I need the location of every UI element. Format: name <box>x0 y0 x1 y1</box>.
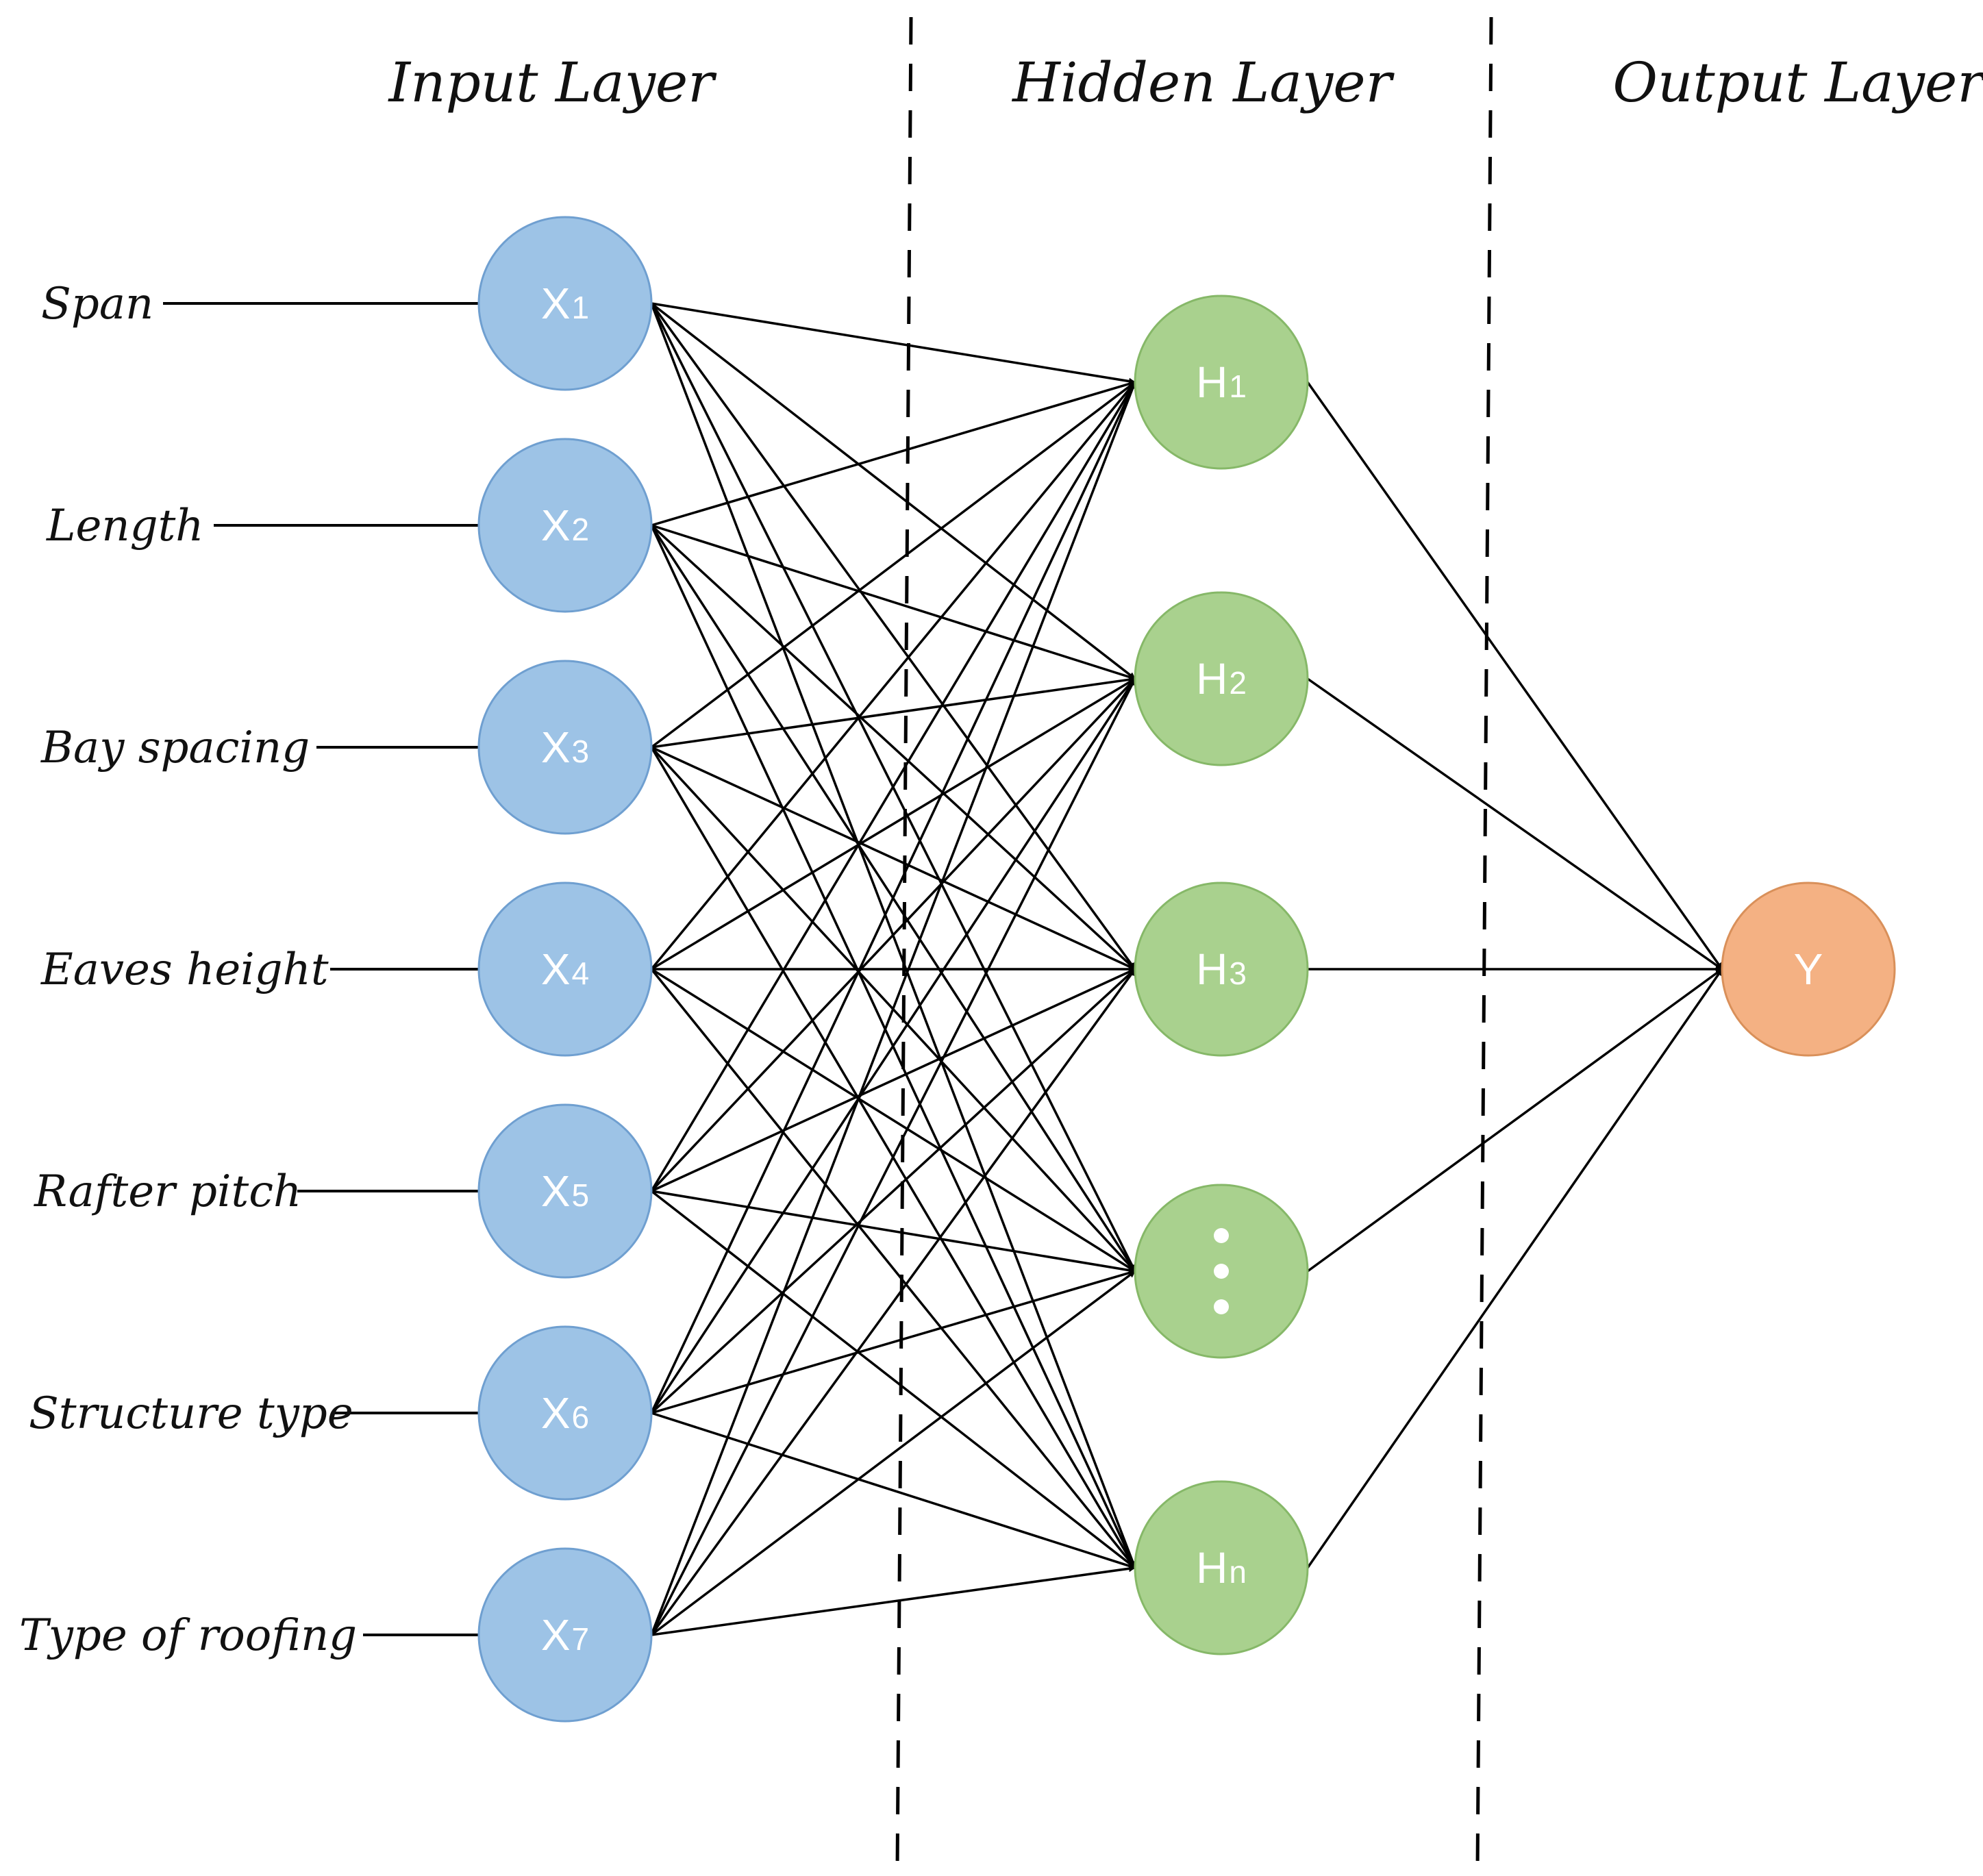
input-node-x3: X3 <box>477 660 653 835</box>
input-node-x2-label: X2 <box>541 501 589 550</box>
connection-x7-h2 <box>650 678 1136 1636</box>
hidden-node-h3-circle <box>1134 881 1309 1057</box>
hidden-node-hn-label: Hn <box>1196 1543 1247 1592</box>
connection-x3-h3 <box>651 746 1136 971</box>
input-label-3: Bay spacing <box>40 723 310 773</box>
hidden-node-ellipsis <box>1134 1184 1309 1359</box>
input-node-x1-label: X1 <box>541 279 589 328</box>
output-node-y-label: Y <box>1794 945 1823 994</box>
input-node-x7-circle <box>477 1547 653 1723</box>
input-node-x4: X4 <box>477 881 653 1057</box>
hidden-node-h3-label: H3 <box>1196 945 1247 994</box>
input-node-x3-label: X3 <box>541 723 589 772</box>
input-node-x6-label: X6 <box>541 1388 589 1438</box>
connection-x1-h2 <box>650 302 1136 680</box>
connection-x5-h2 <box>650 677 1136 1192</box>
connection-x2-h2 <box>651 524 1136 681</box>
input-label-1: Span <box>41 279 153 329</box>
connection-x1-h3 <box>650 302 1136 971</box>
divider-hidden-output <box>1475 16 1493 1871</box>
connection-h2-y <box>1306 677 1723 971</box>
input-node-x3-circle <box>477 660 653 835</box>
connection-x5-h1 <box>650 382 1136 1192</box>
ellipsis-dot-3 <box>1214 1299 1229 1314</box>
input-node-x1: X1 <box>477 216 653 391</box>
hidden-node-hn-circle <box>1134 1480 1309 1655</box>
input-node-x5-label: X5 <box>541 1166 589 1216</box>
connections <box>650 302 1723 1636</box>
connection-x5-h5 <box>650 1190 1136 1569</box>
input-node-x4-label: X4 <box>541 945 589 994</box>
connection-x6-h4 <box>651 1269 1136 1414</box>
connection-h4-y <box>1306 968 1723 1273</box>
hidden-node-hn: Hn <box>1134 1480 1309 1655</box>
connection-x4-h1 <box>650 381 1136 971</box>
input-label-5: Rafter pitch <box>34 1166 301 1217</box>
input-node-x7: X7 <box>477 1547 653 1723</box>
input-node-x6-circle <box>477 1325 653 1501</box>
connection-x3-h2 <box>651 676 1136 749</box>
connection-h1-y <box>1306 381 1723 971</box>
connection-x7-h3 <box>650 968 1136 1636</box>
connection-x6-h5 <box>651 1412 1136 1570</box>
input-node-x6: X6 <box>477 1325 653 1501</box>
input-node-x2-circle <box>477 438 653 613</box>
input-node-x5-circle <box>477 1103 653 1279</box>
connection-x6-h1 <box>650 382 1136 1414</box>
connection-x5-h4 <box>651 1190 1136 1274</box>
connection-x3-h1 <box>650 381 1136 749</box>
connection-x4-h5 <box>650 968 1136 1569</box>
connection-h5-y <box>1306 968 1723 1568</box>
connection-x7-h5 <box>651 1565 1136 1636</box>
input-node-x1-circle <box>477 216 653 391</box>
connection-x2-h1 <box>651 380 1136 527</box>
input-label-6: Structure type <box>29 1388 353 1439</box>
input-label-4: Eaves height <box>40 945 329 995</box>
connection-x2-h3 <box>650 524 1136 971</box>
output-node-y-circle <box>1721 881 1896 1057</box>
input-label-2: Length <box>46 501 204 551</box>
hidden-node-h1-label: H1 <box>1196 358 1247 407</box>
divider-input-hidden <box>895 16 913 1871</box>
output-node-y: Y <box>1721 881 1896 1057</box>
hidden-node-h2: H2 <box>1134 591 1309 766</box>
input-node-x5: X5 <box>477 1103 653 1279</box>
input-node-x7-label: X7 <box>541 1610 589 1660</box>
input-label-7: Type of roofing <box>19 1610 357 1661</box>
connection-x1-h1 <box>651 302 1136 385</box>
ellipsis-dot-1 <box>1214 1228 1229 1243</box>
input-layer-title: Input Layer <box>387 51 717 114</box>
connection-x4-h4 <box>651 968 1136 1273</box>
ellipsis-dot-2 <box>1214 1264 1229 1279</box>
hidden-node-h1-circle <box>1134 295 1309 470</box>
hidden-layer-title: Hidden Layer <box>1011 51 1395 114</box>
hidden-node-h3: H3 <box>1134 881 1309 1057</box>
connection-x6-h2 <box>650 678 1136 1414</box>
hidden-node-h2-label: H2 <box>1196 654 1247 703</box>
connection-x7-h4 <box>650 1270 1136 1636</box>
output-layer-title: Output Layer <box>1612 51 1983 114</box>
connection-x4-h2 <box>651 677 1136 971</box>
input-feed-lines <box>163 302 479 1636</box>
hidden-node-h1: H1 <box>1134 295 1309 470</box>
input-node-x2: X2 <box>477 438 653 613</box>
connection-x6-h3 <box>650 968 1136 1414</box>
connection-x7-h1 <box>650 382 1136 1636</box>
input-node-x4-circle <box>477 881 653 1057</box>
connection-x5-h3 <box>651 968 1136 1192</box>
hidden-node-h2-circle <box>1134 591 1309 766</box>
